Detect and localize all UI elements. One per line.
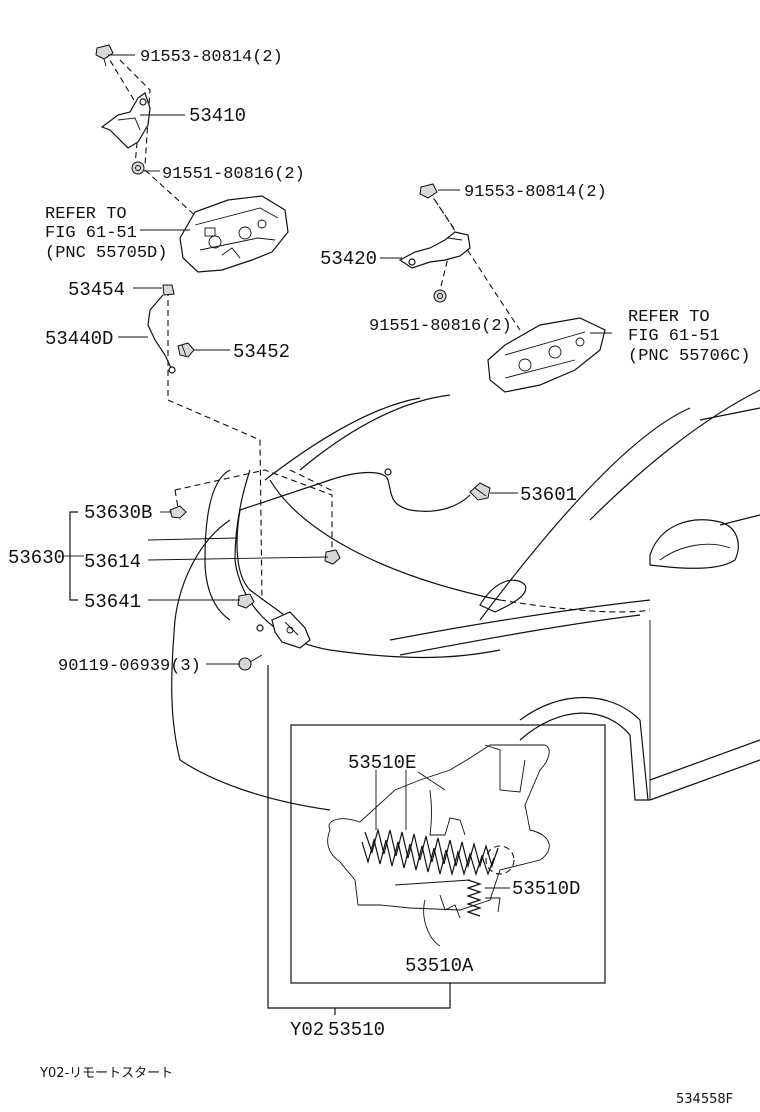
label-refer-left-1: REFER TO (45, 205, 127, 224)
hood-hinge-left-icon (179, 195, 289, 273)
spring-53510d-icon (439, 879, 501, 919)
label-sub-641: 53641 (84, 591, 141, 613)
label-bolt-mid-left: 91551-80816(2) (162, 165, 305, 184)
bracket-53420-icon (398, 231, 471, 269)
label-lock-prefix: Y02 (290, 1019, 324, 1041)
spring-53510e-icon (361, 827, 515, 877)
hood-lock-icon (256, 611, 311, 649)
label-refer-right-2: FIG 61-51 (628, 327, 720, 346)
bolt-right-icon (419, 183, 438, 199)
label-rod-clip: 53452 (233, 341, 290, 363)
hood-hinge-right-icon (487, 317, 606, 393)
label-screw: 90119-06939(3) (58, 657, 201, 676)
label-refer-right-1: REFER TO (628, 308, 710, 327)
rod-clip-icon (177, 342, 195, 358)
label-group: 53630 (8, 547, 65, 569)
bracket-53410-icon (100, 92, 151, 149)
label-sub-b: 53630B (84, 502, 152, 524)
label-bracket-left: 53410 (189, 105, 246, 127)
label-bracket-right: 53420 (320, 248, 377, 270)
detail-box (290, 724, 606, 984)
nut-icon (131, 161, 145, 175)
screw-icon (238, 654, 263, 671)
label-bolt-mid-right: 91551-80816(2) (369, 317, 512, 336)
nut-right-icon (433, 289, 447, 303)
label-rod: 53440D (45, 328, 113, 350)
hood-support-rod-icon (147, 284, 176, 374)
figure-id: 534558F (676, 1092, 733, 1107)
label-spring-e: 53510E (348, 752, 416, 774)
label-refer-left-2: FIG 61-51 (45, 224, 137, 243)
label-spring-d: 53510D (512, 878, 580, 900)
label-sub-614: 53614 (84, 551, 141, 573)
label-refer-left-3: (PNC 55705D) (45, 244, 167, 263)
clip-53630b-icon (169, 505, 187, 519)
labels: 91553-80814(2) 53410 91551-80816(2) REFE… (8, 48, 750, 1107)
label-leader-lines (62, 54, 612, 665)
label-rod-end: 53454 (68, 279, 125, 301)
cushion-53601-icon (469, 482, 491, 501)
bolt-icon (95, 44, 114, 67)
label-spring-a: 53510A (405, 955, 474, 977)
vehicle-body-outline (171, 389, 760, 811)
clip-53641-icon (237, 593, 255, 609)
assembly-guide-lines (104, 51, 521, 601)
label-lock-assembly: 53510 (328, 1019, 385, 1041)
footnote: Y02-リモートスタート (39, 1066, 173, 1081)
clip-53614-icon (324, 549, 341, 565)
label-refer-right-3: (PNC 55706C) (628, 347, 750, 366)
label-bolt-top-right: 91553-80814(2) (464, 183, 607, 202)
lock-assembly-bracket-lines (267, 665, 451, 1015)
label-cushion: 53601 (520, 484, 577, 506)
hood-release-cable (236, 468, 471, 621)
label-bolt-top-left: 91553-80814(2) (140, 48, 283, 67)
